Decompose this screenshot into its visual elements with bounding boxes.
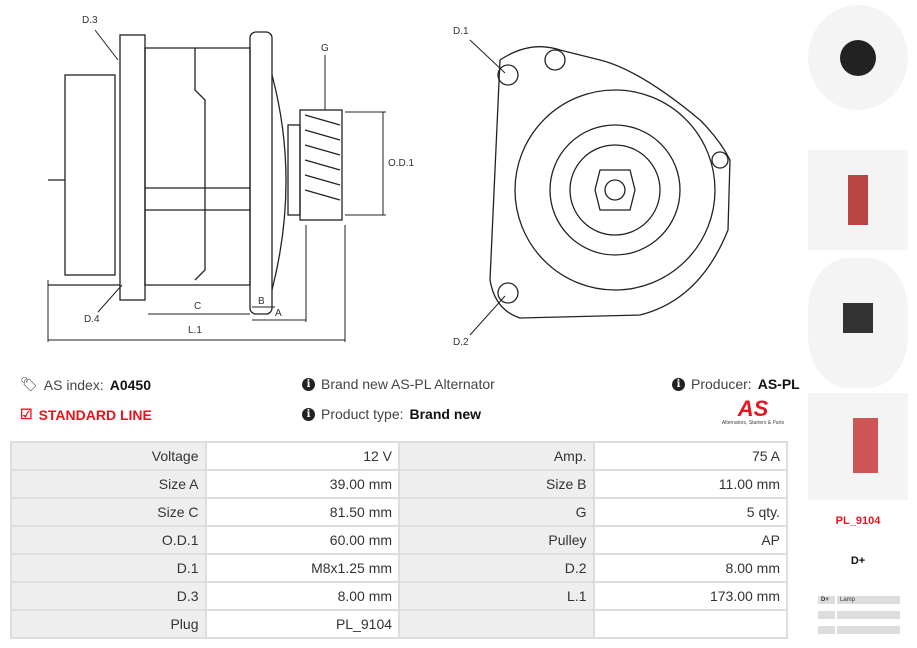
spec-label: Size C bbox=[10, 497, 207, 527]
info-icon: i bbox=[672, 377, 685, 391]
label-d1: D.1 bbox=[453, 26, 469, 37]
pin-function: Lamp bbox=[837, 596, 900, 604]
side-view bbox=[47, 29, 386, 342]
spec-label: Pulley bbox=[398, 525, 595, 555]
pin-row bbox=[818, 626, 900, 634]
label-b: B bbox=[258, 296, 265, 307]
product-photo-angle[interactable] bbox=[808, 393, 908, 500]
spec-value: PL_9104 bbox=[204, 609, 401, 639]
label-g: G bbox=[321, 43, 329, 54]
pin-name: D+ bbox=[818, 596, 835, 604]
spec-value: 173.00 mm bbox=[592, 581, 788, 611]
spec-value: 8.00 mm bbox=[204, 581, 401, 611]
pin-name bbox=[818, 626, 835, 634]
spec-label: G bbox=[398, 497, 595, 527]
spec-label: L.1 bbox=[398, 581, 595, 611]
label-d4: D.4 bbox=[84, 314, 100, 325]
front-view bbox=[469, 39, 731, 336]
spec-value bbox=[592, 609, 788, 639]
spec-value: AP bbox=[592, 525, 788, 555]
pin-row: D+Lamp bbox=[818, 596, 900, 604]
pin-table: D+Lamp bbox=[818, 596, 900, 641]
plug-code: PL_9104 bbox=[835, 515, 881, 527]
spec-value: 5 qty. bbox=[592, 497, 788, 527]
pin-function bbox=[837, 611, 900, 619]
product-photo-rear[interactable] bbox=[808, 258, 908, 388]
tags-icon: 🏷 bbox=[20, 376, 38, 392]
checkbox-icon: ☑ bbox=[20, 406, 33, 422]
plug-terminal: D+ bbox=[850, 555, 866, 567]
spec-label bbox=[398, 609, 595, 639]
as-index: 🏷AS index:A0450 bbox=[20, 376, 151, 393]
spec-value: M8x1.25 mm bbox=[204, 553, 401, 583]
spec-label: Amp. bbox=[398, 441, 595, 471]
product-photo-side[interactable] bbox=[808, 150, 908, 250]
spec-label: Size B bbox=[398, 469, 595, 499]
spec-label: D.3 bbox=[10, 581, 207, 611]
spec-value: 11.00 mm bbox=[592, 469, 788, 499]
label-a: A bbox=[275, 308, 282, 319]
spec-label: O.D.1 bbox=[10, 525, 207, 555]
spec-value: 39.00 mm bbox=[204, 469, 401, 499]
product-photo-front[interactable] bbox=[808, 5, 908, 110]
pin-function bbox=[837, 626, 900, 634]
info-icon: i bbox=[302, 377, 315, 391]
spec-label: Size A bbox=[10, 469, 207, 499]
standard-line: ☑STANDARD LINE bbox=[20, 406, 152, 423]
spec-value: 81.50 mm bbox=[204, 497, 401, 527]
label-c: C bbox=[194, 301, 202, 312]
spec-label: D.1 bbox=[10, 553, 207, 583]
spec-value: 60.00 mm bbox=[204, 525, 401, 555]
label-d3: D.3 bbox=[82, 15, 98, 26]
spec-value: 12 V bbox=[204, 441, 401, 471]
pin-name bbox=[818, 611, 835, 619]
as-logo: AS Alternators, Starters & Parts bbox=[721, 396, 785, 427]
spec-label: Plug bbox=[10, 609, 207, 639]
info-icon: i bbox=[302, 407, 315, 421]
label-l1: L.1 bbox=[188, 325, 202, 336]
spec-label: D.2 bbox=[398, 553, 595, 583]
technical-drawing bbox=[47, 29, 731, 342]
spec-value: 8.00 mm bbox=[592, 553, 788, 583]
pin-row bbox=[818, 611, 900, 619]
spec-value: 75 A bbox=[592, 441, 788, 471]
label-d2: D.2 bbox=[453, 337, 469, 348]
label-od1: O.D.1 bbox=[388, 158, 415, 169]
spec-label: Voltage bbox=[10, 441, 207, 471]
